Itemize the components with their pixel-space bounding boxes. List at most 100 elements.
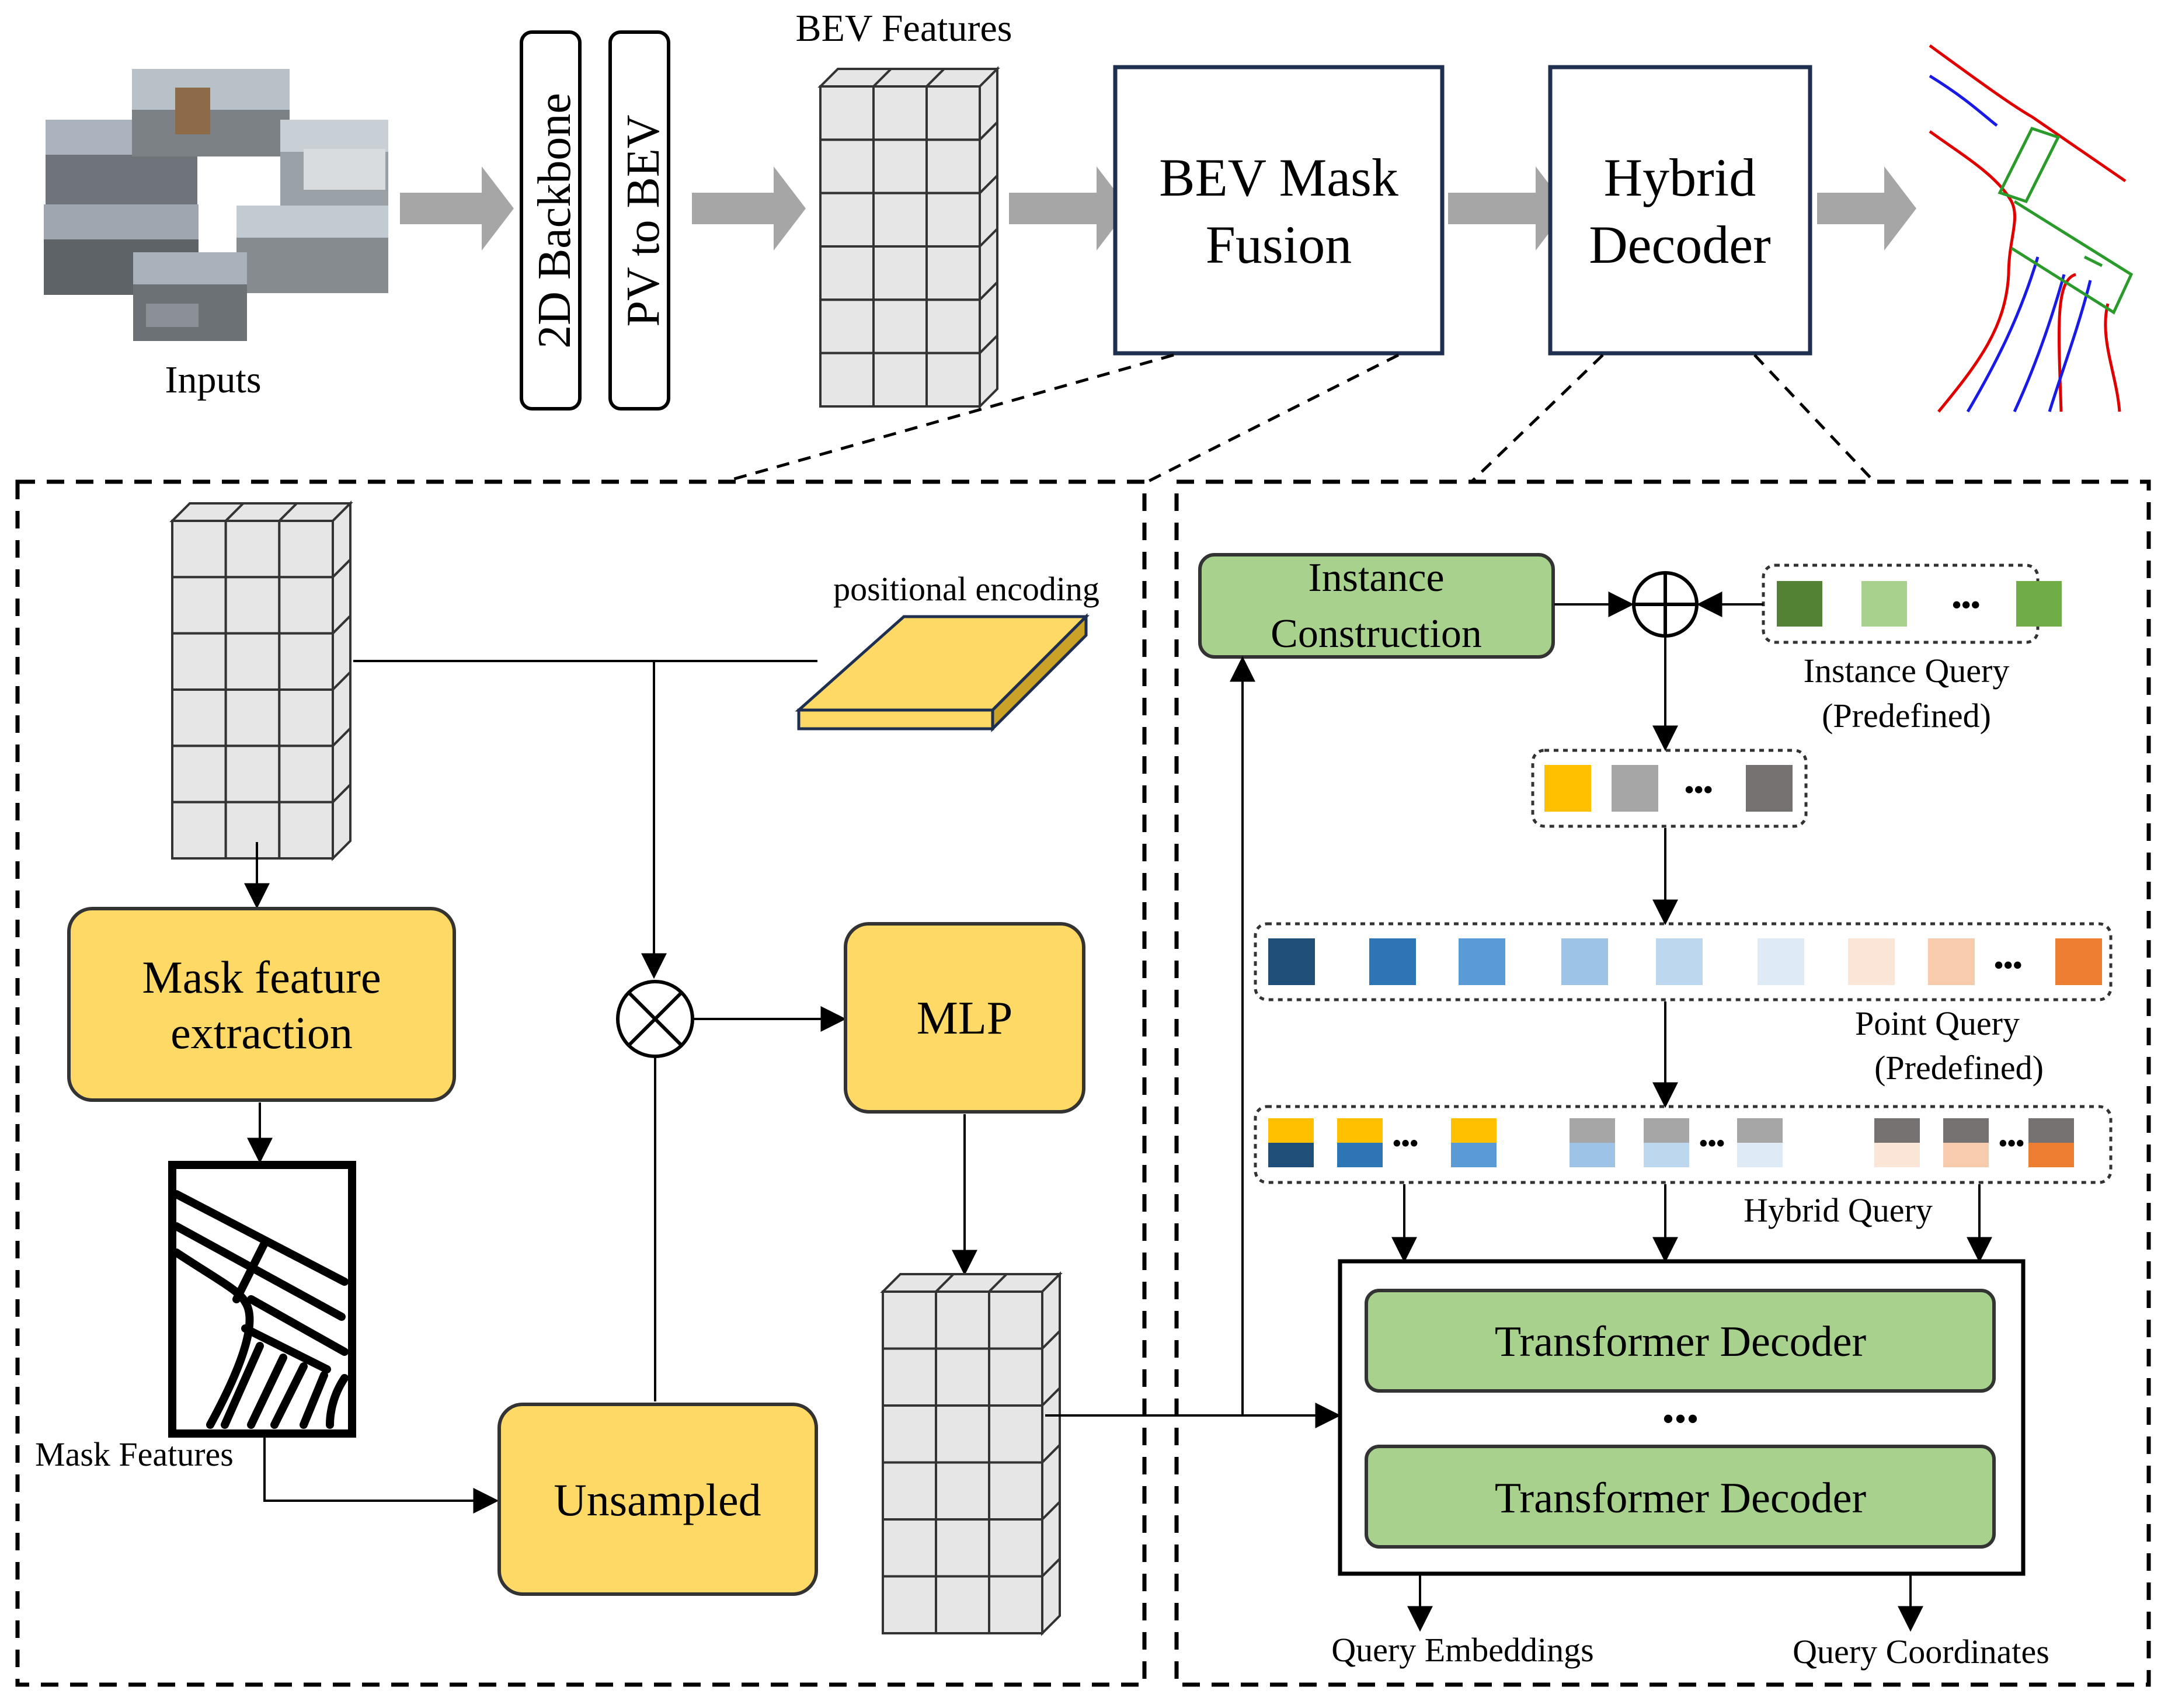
tensor-cell <box>935 1461 990 1521</box>
road-boundary-red-2 <box>1929 130 2017 275</box>
tensor-cell <box>925 245 981 301</box>
tensor-cell <box>935 1518 990 1578</box>
tensor-cell <box>224 520 281 579</box>
bev-mask-fusion-block <box>1113 65 1445 356</box>
tensor-cell <box>935 1290 990 1350</box>
hybrid-token-point-part <box>2028 1143 2074 1167</box>
mlp-block <box>844 922 1085 1114</box>
tensor-cell <box>935 1404 990 1464</box>
transformer-decoder-2-label: Transformer Decoder <box>1495 1474 1866 1522</box>
point-query-token <box>1656 938 1703 985</box>
pv-to-bev-label: PV to BEV <box>618 114 669 326</box>
token-ellipsis: ••• <box>1952 590 1980 620</box>
tensor-cell <box>925 298 981 354</box>
tensor-cell <box>819 245 875 301</box>
backbone-label: 2D Backbone <box>529 93 580 349</box>
tensor-cell <box>171 688 227 747</box>
hybrid-decoder-block <box>1548 65 1812 356</box>
tensor-cell <box>171 801 227 860</box>
tensor-cell <box>171 745 227 803</box>
tensor-cell <box>872 85 928 141</box>
tensor-cell <box>882 1461 937 1521</box>
hybrid-token-instance-part <box>2028 1118 2074 1143</box>
hybrid-token-point-part <box>1644 1143 1689 1167</box>
mask-features-label: Mask Features <box>35 1435 234 1473</box>
hybrid-token-instance-part <box>1737 1118 1783 1143</box>
instance-tokens: ••• <box>1544 765 1793 812</box>
query-token <box>1544 765 1591 812</box>
mask-feature-extraction-line2: extraction <box>170 1007 353 1058</box>
point-query-token <box>1758 938 1804 985</box>
mask-feature-extraction-block <box>67 907 456 1102</box>
instance-query-tokens: ••• <box>1777 581 2062 627</box>
hybrid-token-point-part <box>1737 1143 1783 1167</box>
add-operator <box>1632 571 1699 638</box>
right-panel-connectors <box>1045 592 1992 1632</box>
crosswalk-green-3 <box>2083 255 2103 267</box>
zoom-connectors <box>723 353 1875 483</box>
tensor-cell <box>224 576 281 635</box>
inputs-label: Inputs <box>165 359 262 401</box>
unsampled-label: Unsampled <box>554 1474 761 1525</box>
tensor-cell <box>988 1575 1043 1634</box>
mask-feature-extraction-line1: Mask feature <box>142 952 381 1003</box>
tensor-cell <box>224 801 281 860</box>
bev-mask-fusion-line1: BEV Mask <box>1159 148 1398 207</box>
query-token <box>2016 581 2062 627</box>
token-ellipsis: ••• <box>1699 1130 1725 1157</box>
tensor-cell <box>988 1461 1043 1521</box>
road-boundary-red-1 <box>1929 44 2127 183</box>
tensor-cell <box>872 298 928 354</box>
instance-construction-line1: Instance <box>1308 555 1444 600</box>
tensor-cell <box>925 352 981 408</box>
tensor-cell <box>278 632 335 691</box>
hybrid-token-point-part <box>1451 1143 1497 1167</box>
point-query-token <box>1848 938 1895 985</box>
tensor-cell <box>278 576 335 635</box>
point-query-token <box>2055 938 2102 985</box>
tensor-cell <box>224 688 281 747</box>
left-input-tensor <box>169 500 353 861</box>
tensor-cell <box>925 138 981 194</box>
hybrid-token-instance-part <box>1874 1118 1920 1143</box>
tensor-cell <box>882 1575 937 1634</box>
point-query-token <box>1268 938 1315 985</box>
tensor-cell <box>882 1347 937 1407</box>
flow-arrows-top <box>400 166 1916 251</box>
backbone-block <box>520 30 582 411</box>
hybrid-token-instance-part <box>1451 1118 1497 1143</box>
hybrid-query-tokens: ••••••••• <box>1268 1118 2074 1167</box>
positional-encoding-slab <box>795 613 1090 733</box>
query-token <box>1861 581 1907 627</box>
hybrid-token-point-part <box>1337 1143 1383 1167</box>
tensor-cell <box>819 192 875 248</box>
instance-construction-line2: Construction <box>1271 611 1482 656</box>
tensor-cell <box>988 1518 1043 1578</box>
tensor-cell <box>171 632 227 691</box>
tensor-cell <box>278 745 335 803</box>
flow-arrow-4 <box>1448 166 1568 251</box>
lane-divider-blue-3 <box>2013 274 2066 413</box>
hybrid-token-point-part <box>1268 1143 1314 1167</box>
hybrid-token-instance-part <box>1337 1118 1383 1143</box>
point-query-token <box>1928 938 1975 985</box>
tensor-cell <box>278 801 335 860</box>
query-token <box>1746 765 1793 812</box>
hybrid-token-instance-part <box>1570 1118 1615 1143</box>
hybrid-token-point-part <box>1874 1143 1920 1167</box>
tensor-cell <box>278 688 335 747</box>
tensor-cell <box>224 632 281 691</box>
query-embeddings-label: Query Embeddings <box>1331 1631 1593 1669</box>
hybrid-decoder-line2: Decoder <box>1589 215 1771 274</box>
lane-divider-blue-1 <box>1929 74 1998 127</box>
tensor-cell <box>872 192 928 248</box>
multiply-operator <box>616 980 694 1058</box>
tensor-cell <box>935 1575 990 1634</box>
tensor-cell <box>171 576 227 635</box>
bev-features-label: BEV Features <box>796 7 1012 50</box>
point-query-label-line2: (Predefined) <box>1874 1049 2044 1087</box>
input-camera-images <box>44 69 388 341</box>
tensor-cell <box>819 85 875 141</box>
